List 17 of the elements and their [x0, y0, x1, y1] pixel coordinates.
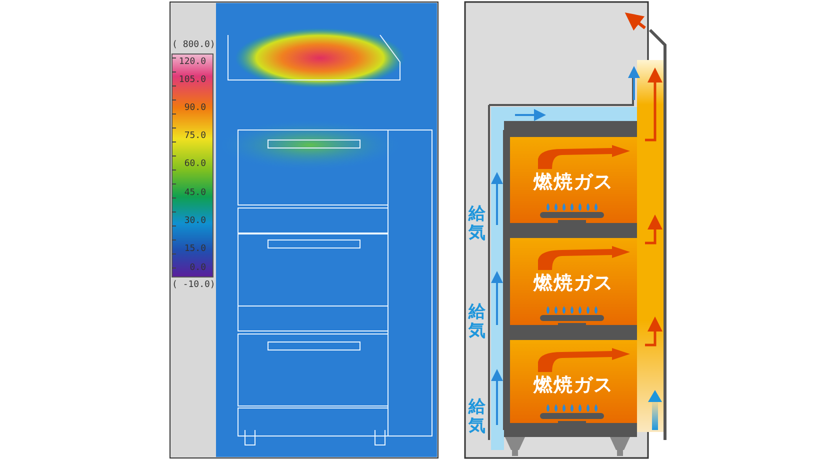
air-intake-label: 給気: [468, 303, 486, 341]
scale-label: 15.0: [184, 244, 206, 254]
scale-label: 30.0: [184, 216, 206, 226]
scale-label: 90.0: [184, 103, 206, 113]
scale-label: 60.0: [184, 159, 206, 169]
scale-label: 105.0: [178, 75, 206, 85]
scale-label: 75.0: [184, 131, 206, 141]
chamber-label: 燃焼ガス: [532, 271, 614, 296]
scale-label: 45.0: [184, 188, 206, 198]
chamber-label: 燃焼ガス: [532, 373, 614, 398]
scale-label: 0.0: [190, 263, 206, 273]
scale-label: ( -10.0): [172, 280, 216, 290]
scale-label: ( 800.0): [172, 40, 216, 50]
chamber-label: 燃焼ガス: [532, 170, 614, 195]
air-intake-label: 給気: [468, 205, 486, 243]
air-intake-label: 給気: [468, 398, 486, 436]
scale-label: 120.0: [178, 57, 206, 67]
